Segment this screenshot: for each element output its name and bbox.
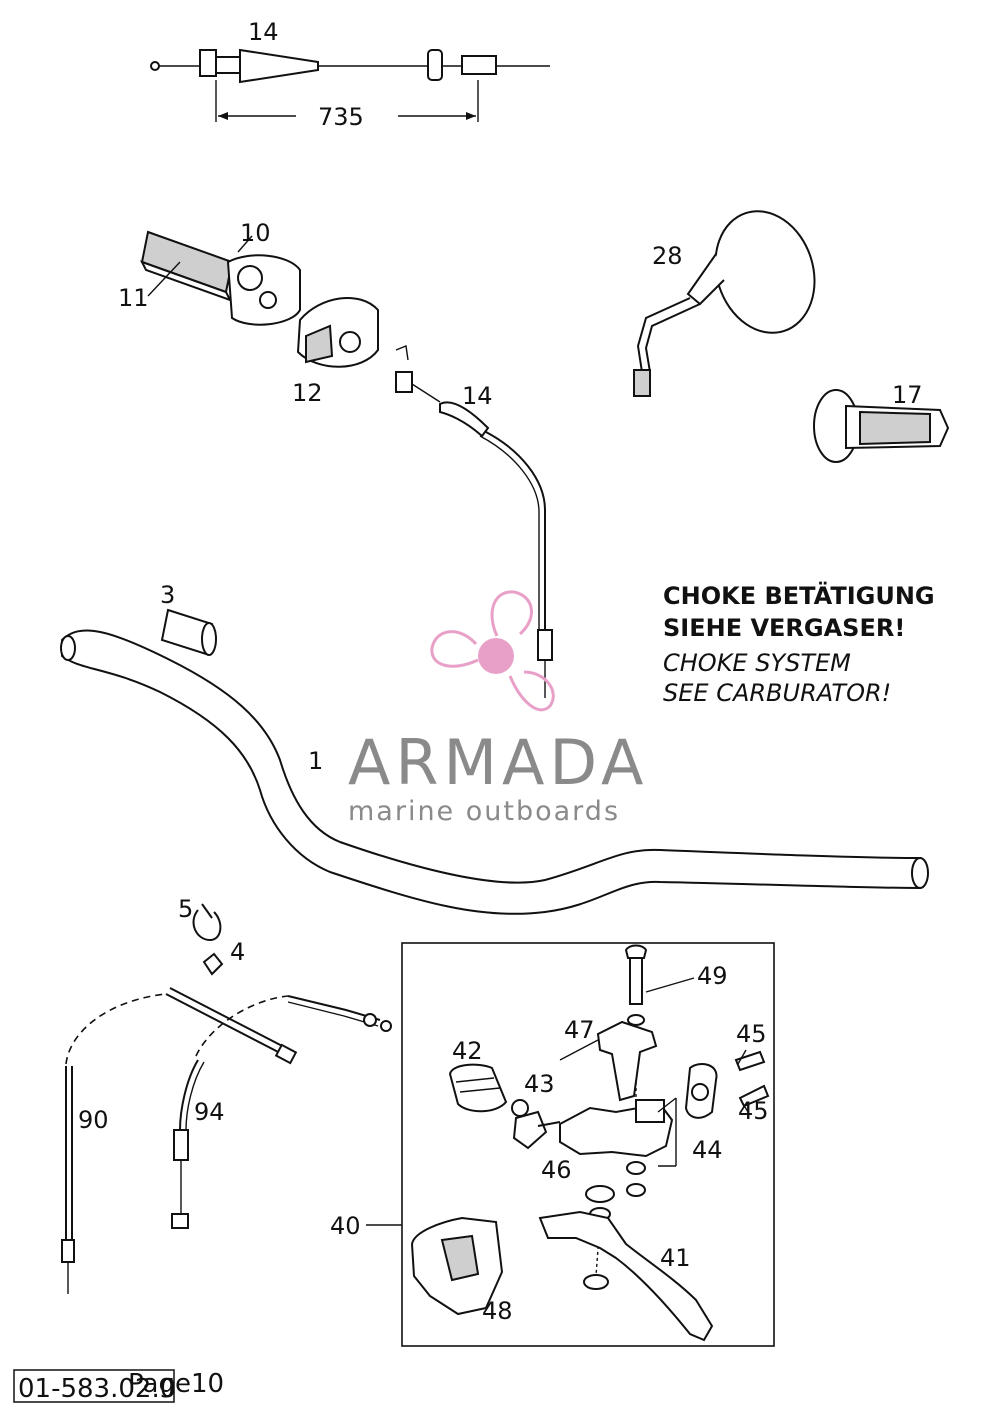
footer-code-box <box>13 1369 175 1403</box>
label-46: 46 <box>541 1156 572 1184</box>
handlebar-drawing <box>60 629 929 915</box>
note-de-line-2: SIEHE VERGASER! <box>663 614 905 642</box>
footer-code: 01-583.02.0 <box>18 1374 176 1404</box>
label-45-upper: 45 <box>736 1020 767 1048</box>
clutch-cable-90-drawing <box>61 987 298 1294</box>
label-94: 94 <box>194 1098 225 1126</box>
label-17: 17 <box>892 381 923 409</box>
label-47: 47 <box>564 1016 595 1044</box>
label-41: 41 <box>660 1244 691 1272</box>
throttle-cable-drawing <box>150 48 550 122</box>
label-40: 40 <box>330 1212 361 1240</box>
label-42: 42 <box>452 1037 483 1065</box>
nipple-drawing <box>202 952 224 976</box>
bush-drawing <box>160 608 217 656</box>
label-43: 43 <box>524 1070 555 1098</box>
label-49: 49 <box>697 962 728 990</box>
watermark-subtitle: marine outboards <box>348 796 620 827</box>
note-en-line-2: SEE CARBURATOR! <box>663 679 891 707</box>
watermark-logo <box>430 590 555 712</box>
watermark-title: ARMADA <box>348 726 648 799</box>
label-44: 44 <box>692 1136 723 1164</box>
grip-drawing <box>813 389 950 463</box>
label-10: 10 <box>240 219 271 247</box>
lever-parts-drawing <box>410 944 770 1342</box>
clutch-cable-94-drawing <box>171 995 392 1229</box>
throttle-grip-drawing <box>139 230 301 326</box>
label-45-lower: 45 <box>738 1097 769 1125</box>
dimension-735: 735 <box>318 103 364 131</box>
mirror-drawing <box>633 210 816 397</box>
label-90: 90 <box>78 1106 109 1134</box>
label-14-mid: 14 <box>462 382 493 410</box>
label-14-top: 14 <box>248 18 279 46</box>
choke-cable-drawing <box>395 345 553 698</box>
throttle-cover-drawing <box>296 296 379 368</box>
clip-drawing <box>192 903 222 942</box>
label-11: 11 <box>118 284 149 312</box>
label-48: 48 <box>482 1297 513 1325</box>
lever-assembly-box <box>401 942 775 1347</box>
footer-page: Page10 <box>128 1369 224 1399</box>
label-28: 28 <box>652 242 683 270</box>
label-12: 12 <box>292 379 323 407</box>
label-5: 5 <box>178 895 193 923</box>
label-1: 1 <box>308 747 323 775</box>
note-de-line-1: CHOKE BETÄTIGUNG <box>663 581 935 610</box>
label-3: 3 <box>160 581 175 609</box>
note-en-line-1: CHOKE SYSTEM <box>663 649 851 677</box>
label-4: 4 <box>230 938 245 966</box>
